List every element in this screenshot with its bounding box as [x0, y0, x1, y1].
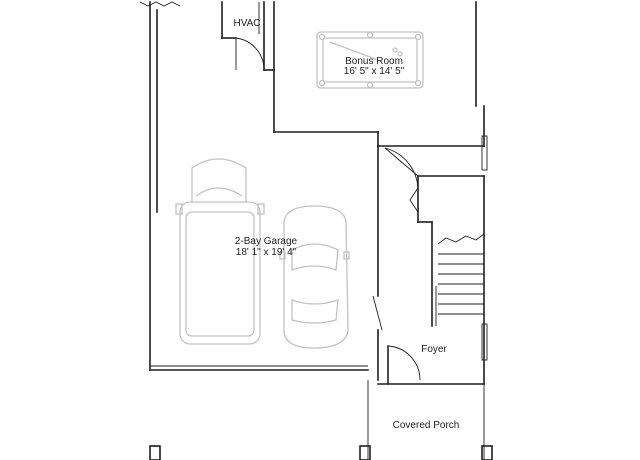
labels: HVAC Bonus Room 16' 5" x 14' 5" 2-Bay Ga… — [233, 18, 460, 431]
walls — [139, 1, 493, 460]
bonus-room-dims: 16' 5" x 14' 5" — [344, 66, 405, 77]
garage-name: 2-Bay Garage — [235, 236, 298, 247]
garage-dims: 18' 1" x 19' 4" — [236, 247, 297, 258]
hvac-label: HVAC — [233, 18, 260, 29]
pool-table — [316, 31, 424, 89]
van-outline — [175, 158, 265, 345]
covered-porch-label: Covered Porch — [393, 420, 460, 431]
foyer-label: Foyer — [421, 344, 447, 355]
bonus-room-name: Bonus Room — [345, 56, 403, 67]
staircase — [437, 233, 485, 315]
car-outline — [279, 205, 350, 349]
